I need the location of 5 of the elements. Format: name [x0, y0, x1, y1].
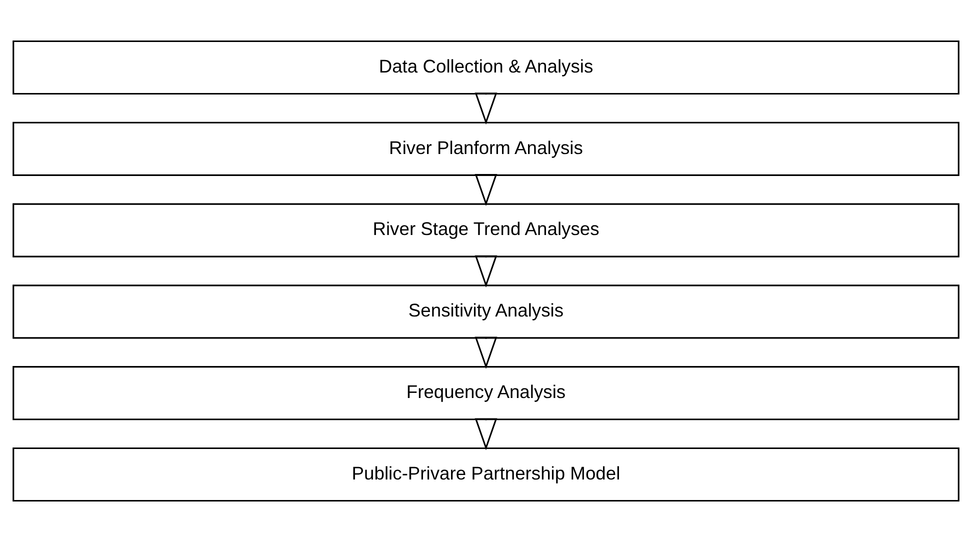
arrow: [474, 254, 498, 287]
arrow: [474, 174, 498, 206]
arrow: [474, 92, 498, 124]
node-box: Public-Privare Partnership Model: [12, 446, 960, 502]
arrow: [474, 336, 498, 368]
